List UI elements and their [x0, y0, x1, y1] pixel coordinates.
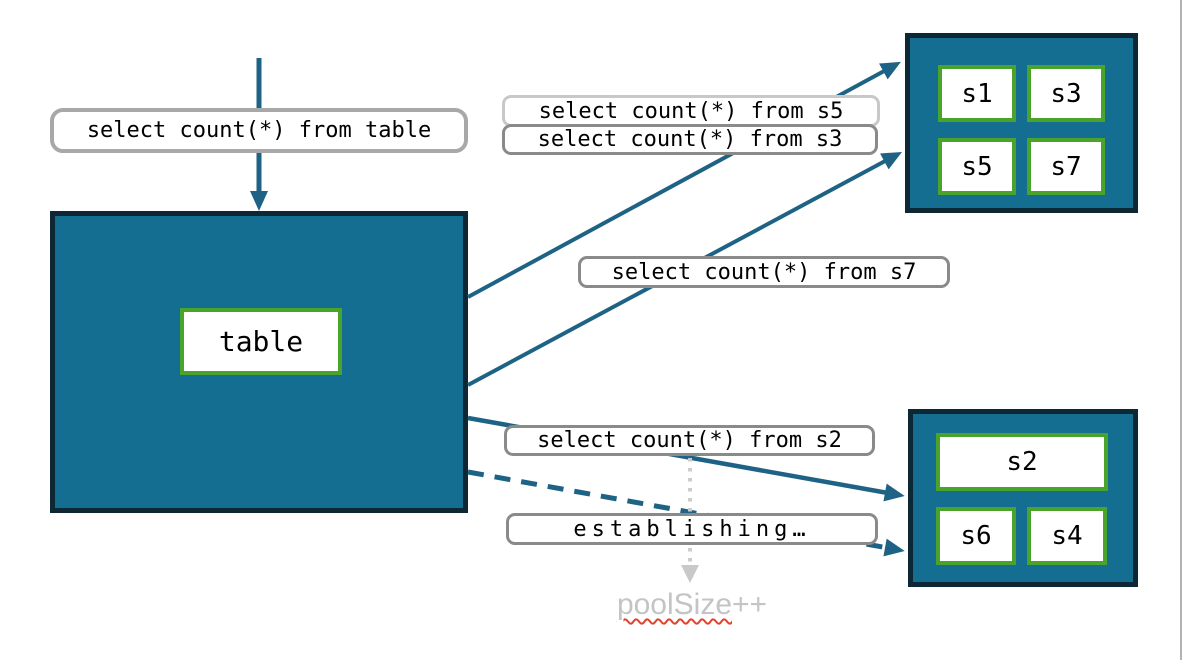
shard-label: s7 [1050, 151, 1082, 182]
poolsize-annotation: poolSize++ [592, 588, 792, 622]
shard-label: s5 [961, 151, 993, 182]
table-node-label: table [218, 325, 304, 358]
shard-label: s2 [1006, 447, 1038, 477]
shard-node-s4: s4 [1027, 507, 1107, 565]
establishing-label: establishing… [506, 513, 878, 545]
shard-node-s2: s2 [936, 433, 1108, 491]
shard-label: s6 [960, 521, 992, 551]
query-label-from-s2: select count(*) from s2 [504, 425, 875, 456]
table-node: table [180, 308, 342, 375]
shard-node-s3: s3 [1027, 65, 1105, 122]
poolsize-suffix: ++ [732, 588, 768, 621]
shard-node-s7: s7 [1027, 138, 1105, 195]
query-label-from-table: select count(*) from table [50, 108, 468, 153]
poolsize-word: poolSize [616, 588, 733, 621]
shard-group-bottom: s2 s6 s4 [908, 409, 1138, 587]
shard-label: s1 [961, 78, 993, 109]
shard-node-s5: s5 [938, 138, 1016, 195]
slide-right-edge-line [1180, 0, 1182, 660]
shard-label: s3 [1050, 78, 1082, 109]
shard-node-s6: s6 [936, 507, 1016, 565]
query-label-from-s3: select count(*) from s3 [502, 124, 878, 155]
shard-label: s4 [1051, 521, 1083, 551]
shard-node-s1: s1 [938, 65, 1016, 122]
query-label-from-s7: select count(*) from s7 [578, 256, 950, 288]
query-label-from-s5: select count(*) from s5 [502, 95, 880, 127]
shard-group-top: s1 s3 s5 s7 [905, 33, 1138, 213]
table-box: table [50, 211, 468, 513]
